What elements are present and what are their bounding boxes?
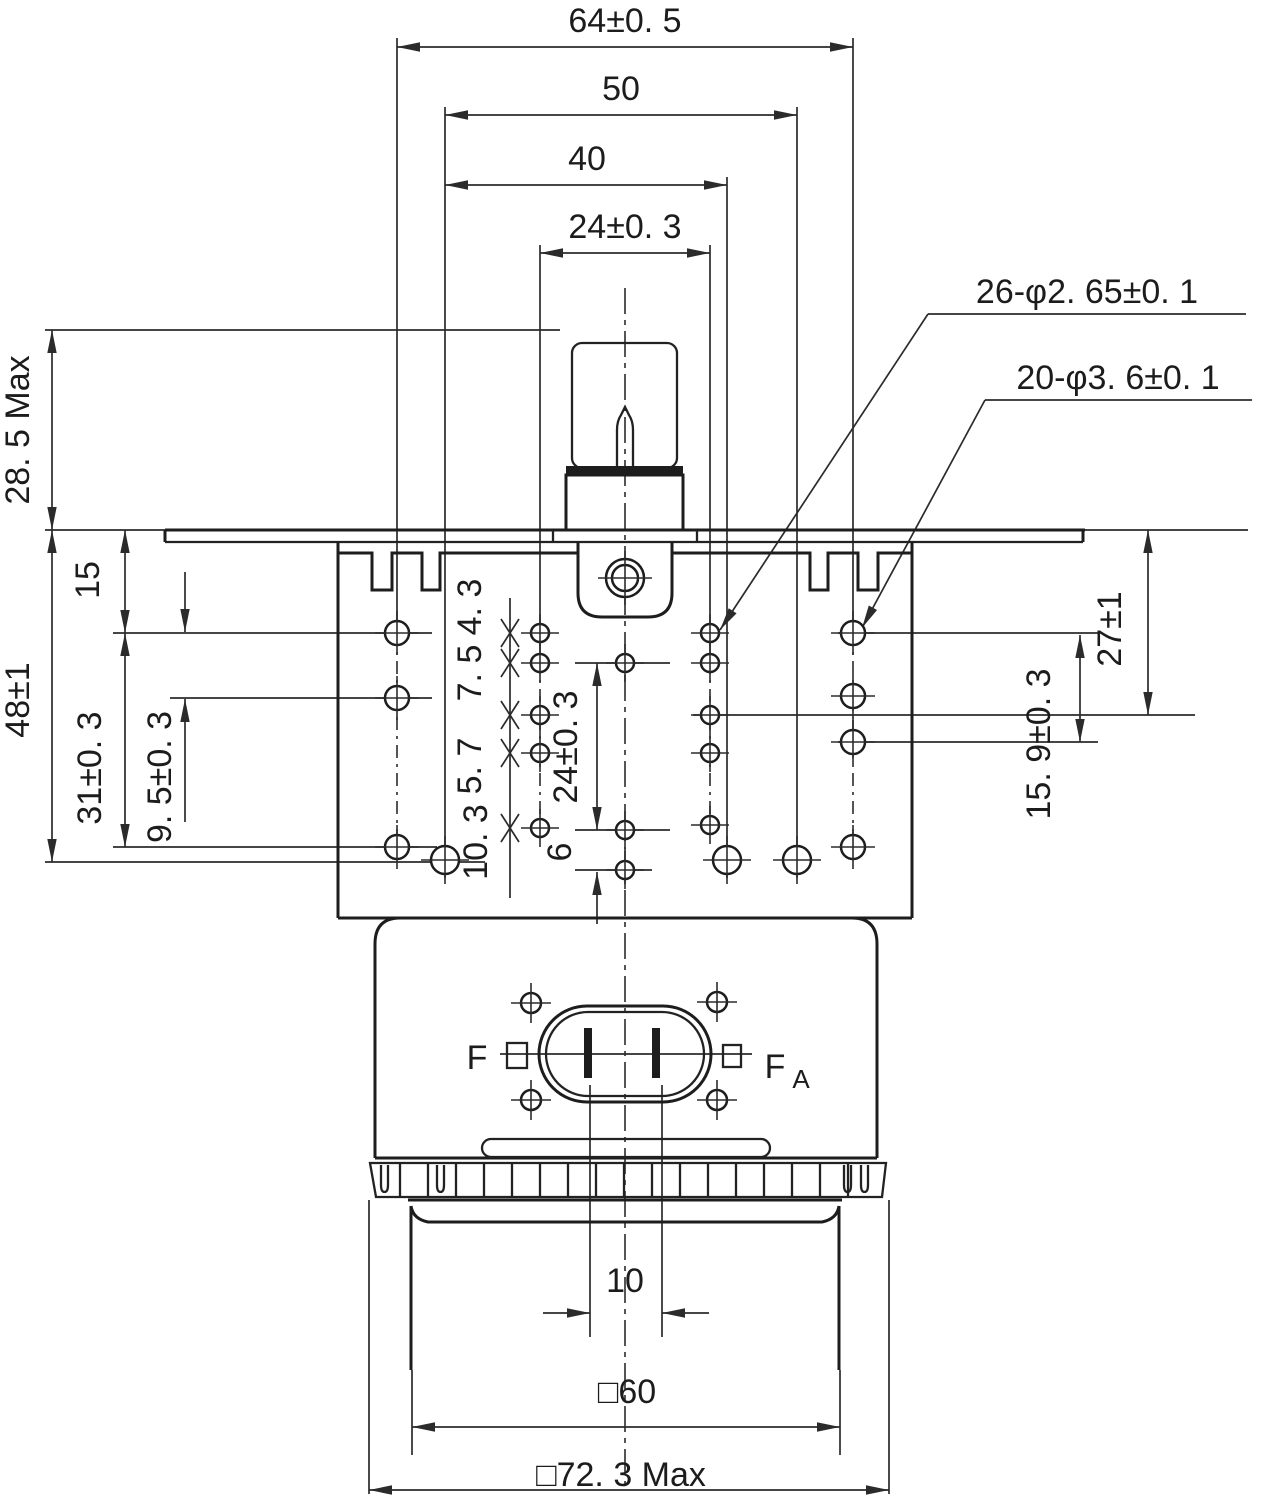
- dim-10-label: 10: [606, 1262, 644, 1300]
- terminal-f: [584, 1028, 592, 1078]
- dim-15-label: 15: [69, 561, 107, 599]
- magnet-right-edge: [851, 916, 879, 1158]
- bottom-cap-brim: [409, 1205, 841, 1224]
- dim-10-3-label: 10. 3: [457, 804, 495, 880]
- dim-28-5-max-label: 28. 5 Max: [0, 355, 37, 504]
- dim-72-3-label: □72. 3 Max: [536, 1456, 706, 1494]
- terminal-fa-label: F: [765, 1048, 786, 1086]
- terminal-f-label: F: [467, 1039, 488, 1077]
- connector-boss-inner: [544, 1010, 706, 1098]
- leader-26-holes: [719, 313, 929, 631]
- magnet-left-edge: [373, 916, 401, 1158]
- extension-lines: [45, 38, 1248, 1494]
- hole-pattern: [375, 611, 875, 1120]
- f-marker-square: [505, 1041, 529, 1070]
- center-tab: [576, 542, 674, 619]
- dim-7-5-label: 7. 5: [451, 645, 489, 702]
- dim-9-5-label: 9. 5±0. 3: [141, 711, 179, 843]
- dim-6-label: 6: [541, 843, 579, 862]
- serrated-band: [368, 1161, 888, 1199]
- terminal-fa-subscript: A: [792, 1064, 810, 1094]
- antenna-pin: [615, 404, 635, 468]
- dim-24-mid-label: 24±0. 3: [547, 690, 585, 803]
- body-right-notches: [672, 551, 912, 592]
- dim-31-label: 31±0. 3: [71, 711, 109, 824]
- serration-hooks: [379, 1165, 870, 1194]
- connector-boss-outer: [537, 1004, 713, 1104]
- dim-64-label: 64±0. 5: [568, 2, 681, 40]
- fa-marker-square: [721, 1043, 743, 1069]
- dim-50-label: 50: [602, 70, 640, 108]
- serration-teeth: [398, 1163, 850, 1197]
- dimension-labels: 64±0. 5 50 40 24±0. 3 26-φ2. 65±0. 1 20-…: [0, 2, 1220, 1494]
- body-left-notches: [338, 551, 578, 592]
- dimension-lines: [47, 42, 1252, 1495]
- callout-26-holes: 26-φ2. 65±0. 1: [976, 273, 1198, 311]
- dim-40-label: 40: [568, 140, 606, 178]
- dim-48-label: 48±1: [0, 662, 37, 737]
- object-outline: [163, 341, 1085, 1370]
- callout-20-holes: 20-φ3. 6±0. 1: [1016, 359, 1219, 397]
- dim-5-7-label: 5. 7: [451, 738, 489, 795]
- dim-24-top-label: 24±0. 3: [568, 208, 681, 246]
- leader-20-holes: [861, 399, 986, 629]
- dim-4-3-label: 4. 3: [451, 579, 489, 636]
- dim-27-label: 27±1: [1091, 591, 1129, 666]
- vent-slot: [480, 1137, 772, 1159]
- terminal-fa: [652, 1028, 660, 1078]
- antenna-seal-band: [566, 466, 683, 475]
- dim-15-9-label: 15. 9±0. 3: [1020, 669, 1058, 820]
- dim-60-label: □60: [598, 1373, 656, 1411]
- chain-arrow-ticks: [500, 618, 520, 843]
